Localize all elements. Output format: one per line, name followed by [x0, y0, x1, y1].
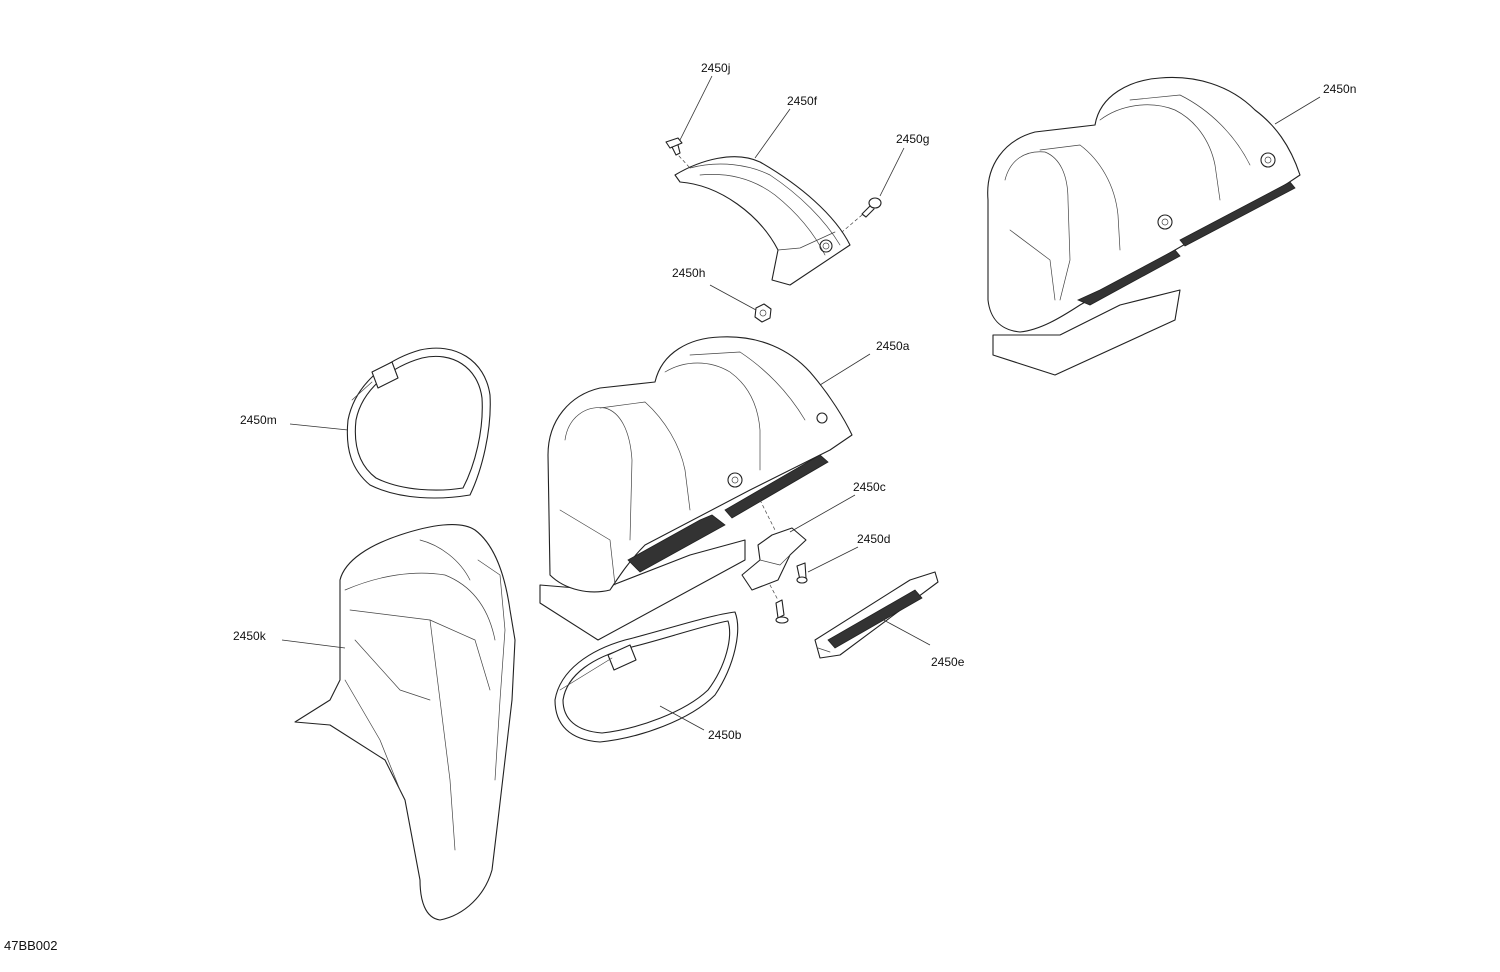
callout-2450g: 2450g — [896, 132, 929, 146]
part-2450e-grille — [814, 571, 939, 659]
part-2450h-nut — [754, 303, 772, 323]
callout-2450c: 2450c — [853, 480, 886, 494]
callout-2450d: 2450d — [857, 532, 890, 546]
callout-labels: 2450j 2450f 2450g 2450h 2450n 2450a 2450… — [233, 61, 1356, 742]
part-2450n-airbox-assembly — [987, 76, 1301, 376]
part-2450k-duct — [294, 524, 516, 921]
callout-2450e: 2450e — [931, 655, 965, 669]
part-2450c-bracket — [741, 499, 807, 591]
callout-2450f: 2450f — [787, 94, 818, 108]
part-2450m-clamp — [346, 347, 491, 499]
part-2450g-screw — [841, 197, 882, 233]
callout-2450a: 2450a — [876, 339, 910, 353]
part-2450b-clamp — [554, 611, 739, 743]
callout-2450m: 2450m — [240, 413, 277, 427]
part-2450j-rivet — [665, 137, 691, 169]
leader-lines — [281, 75, 1321, 731]
part-2450d-screws — [769, 562, 808, 624]
callout-2450k: 2450k — [233, 629, 267, 643]
part-2450f-deflector — [674, 156, 851, 286]
callout-2450n: 2450n — [1323, 82, 1356, 96]
document-code: 47BB002 — [4, 938, 58, 953]
callout-2450j: 2450j — [701, 61, 730, 75]
callout-2450h: 2450h — [672, 266, 705, 280]
callout-2450b: 2450b — [708, 728, 742, 742]
part-2450a-airbox — [539, 336, 853, 641]
